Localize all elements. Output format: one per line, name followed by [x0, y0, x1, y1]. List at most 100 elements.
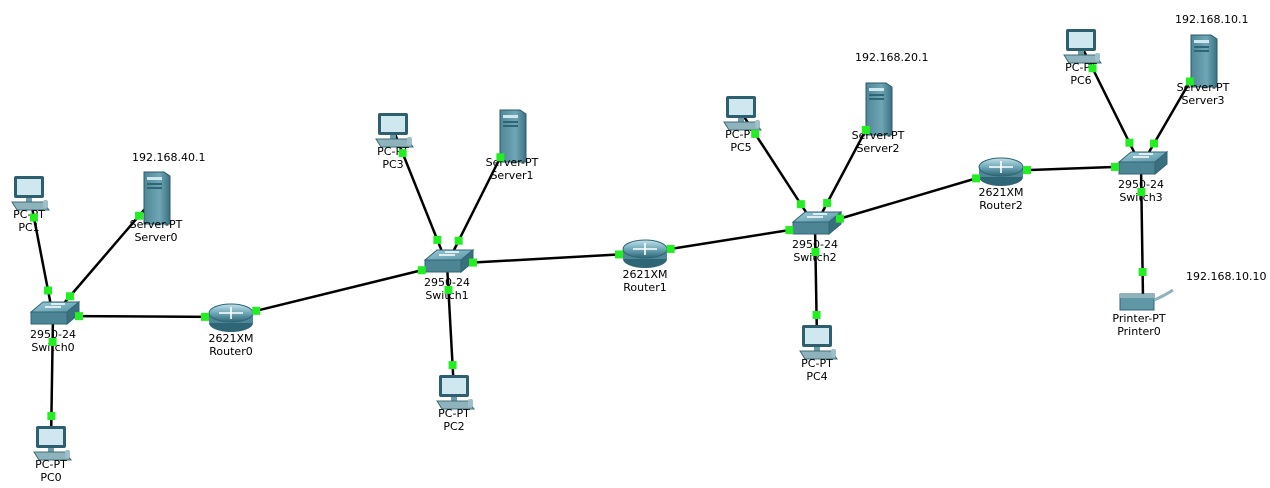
- router-icon: [978, 157, 1024, 186]
- device-model-label: Server-PT: [852, 129, 905, 142]
- port-status-led: [454, 236, 463, 245]
- port-status-led: [1088, 64, 1097, 73]
- port-status-led: [1137, 187, 1146, 196]
- ip-address-note[interactable]: 192.168.10.10: [1186, 270, 1266, 283]
- port-status-led: [861, 125, 870, 134]
- device-name-label: Server3: [1181, 94, 1224, 107]
- device-name-label: Server0: [134, 231, 177, 244]
- pc-icon: [33, 426, 72, 461]
- device-model-label: 2621XM: [622, 268, 667, 281]
- link-switch2-router2[interactable]: [814, 169, 1002, 228]
- server-icon: [1190, 34, 1218, 88]
- switch-icon: [423, 248, 475, 274]
- port-status-led: [1125, 138, 1134, 147]
- port-status-led: [135, 211, 144, 220]
- device-model-label: PC-PT: [13, 208, 45, 221]
- port-status-led: [417, 266, 426, 275]
- port-status-led: [812, 311, 821, 320]
- pc-icon: [11, 176, 50, 211]
- port-status-led: [444, 285, 453, 294]
- port-status-led: [811, 247, 820, 256]
- device-model-label: PC-PT: [35, 458, 67, 471]
- ip-labels-layer: 192.168.40.1 192.168.20.1 192.168.10.1 192.…: [132, 13, 1266, 283]
- device-model-label: 2950-24: [424, 276, 470, 289]
- device-name-label: PC2: [443, 420, 464, 433]
- device-name-label: PC1: [18, 221, 39, 234]
- port-status-led: [47, 412, 56, 421]
- device-name-label: Router2: [979, 199, 1022, 212]
- links-layer: [27, 44, 1205, 443]
- device-name-label: Switch0: [31, 341, 74, 354]
- device-model-label: 2950-24: [30, 328, 76, 341]
- device-model-label: Server-PT: [1177, 81, 1230, 94]
- device-name-label: Router1: [623, 281, 666, 294]
- device-name-label: Printer0: [1117, 325, 1161, 338]
- router-icon: [622, 239, 668, 268]
- pc-icon: [799, 325, 838, 360]
- ip-address-note[interactable]: 192.168.40.1: [132, 151, 205, 164]
- device-model-label: 2621XM: [208, 332, 253, 345]
- port-status-led: [796, 200, 805, 209]
- port-status-led: [65, 292, 74, 301]
- port-status-led: [1022, 166, 1031, 175]
- link-switch1-router1[interactable]: [446, 251, 646, 266]
- switch-icon: [29, 300, 81, 326]
- printer-icon: [1119, 288, 1174, 311]
- server-icon: [143, 171, 171, 225]
- port-status-led: [448, 361, 457, 370]
- device-name-label: PC3: [382, 158, 403, 171]
- switch-icon: [1117, 150, 1169, 176]
- device-name-label: PC5: [730, 141, 751, 154]
- link-router0-switch1[interactable]: [230, 262, 448, 319]
- device-model-label: PC-PT: [801, 357, 833, 370]
- ip-address-note[interactable]: 192.168.10.1: [1175, 13, 1248, 26]
- router-icon: [208, 303, 254, 332]
- switch-icon: [791, 210, 843, 236]
- device-model-label: 2950-24: [792, 238, 838, 251]
- link-switch1-pc2[interactable]: [445, 263, 456, 392]
- pc-icon: [1063, 29, 1102, 64]
- device-name-label: PC4: [806, 370, 827, 383]
- device-name-label: Router0: [209, 345, 252, 358]
- port-status-led: [48, 337, 57, 346]
- ports-layer: [29, 64, 1194, 421]
- port-status-led: [751, 129, 760, 138]
- port-status-led: [1150, 139, 1159, 148]
- link-pc1-switch0[interactable]: [27, 191, 55, 317]
- link-switch0-pc0[interactable]: [49, 315, 55, 443]
- port-status-led: [29, 213, 38, 222]
- port-status-led: [1111, 162, 1120, 171]
- server-icon: [865, 82, 893, 136]
- pc-icon: [723, 96, 762, 131]
- device-name-label: Switch3: [1119, 191, 1162, 204]
- ip-address-note[interactable]: 192.168.20.1: [855, 51, 928, 64]
- port-status-led: [835, 214, 844, 223]
- device-name-label: PC6: [1070, 74, 1091, 87]
- device-model-label: PC-PT: [725, 128, 757, 141]
- port-status-led: [823, 199, 832, 208]
- port-status-led: [496, 153, 505, 162]
- port-status-led: [398, 149, 407, 158]
- link-switch2-pc4[interactable]: [813, 225, 819, 342]
- device-model-label: Printer-PT: [1112, 312, 1165, 325]
- port-status-led: [615, 250, 624, 259]
